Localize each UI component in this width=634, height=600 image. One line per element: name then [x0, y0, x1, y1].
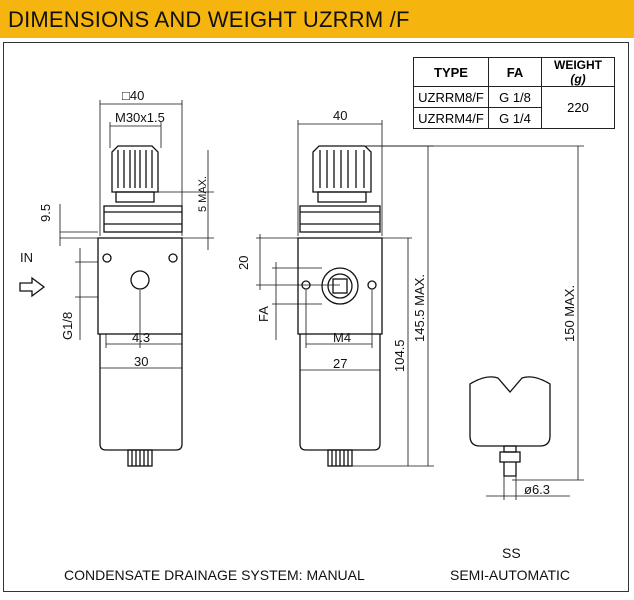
header-bar: DIMENSIONS AND WEIGHT UZRRM /F — [0, 0, 634, 38]
drawing-frame — [3, 42, 629, 592]
row2-type: UZRRM4/F — [413, 107, 489, 129]
dim-4-3: 4.3 — [132, 330, 150, 345]
dim-27: 27 — [333, 356, 347, 371]
row1-type: UZRRM8/F — [413, 86, 489, 108]
caption-manual: CONDENSATE DRAINAGE SYSTEM: MANUAL — [64, 567, 365, 583]
dim-104-5: 104.5 — [392, 339, 407, 372]
spec-table: TYPE FA WEIGHT (g) UZRRM8/F G 1/8 220 UZ… — [413, 57, 615, 129]
th-weight-label: WEIGHT — [554, 58, 602, 72]
dim-sq40: □40 — [122, 88, 144, 103]
dim-m4: M4 — [333, 330, 351, 345]
dim-fa: FA — [256, 306, 271, 322]
dim-g18: G1/8 — [60, 312, 75, 340]
dim-6-3: ø6.3 — [524, 482, 550, 497]
semi-auto-bowl — [469, 376, 551, 477]
dim-30: 30 — [134, 354, 148, 369]
flow-arrow-icon — [19, 276, 46, 298]
mid-body — [297, 237, 383, 335]
dim-m30x15: M30x1.5 — [115, 110, 165, 125]
dim-20: 20 — [236, 256, 251, 270]
mid-regulator-knob — [299, 145, 381, 233]
dim-150-max: 150 MAX. — [562, 285, 577, 342]
th-type: TYPE — [413, 57, 489, 87]
left-bowl — [99, 334, 183, 451]
weight-value: 220 — [541, 86, 615, 129]
label-in: IN — [20, 250, 33, 265]
dim-40-mid: 40 — [333, 108, 347, 123]
page-title: DIMENSIONS AND WEIGHT UZRRM /F — [8, 7, 410, 32]
th-weight-unit: (g) — [570, 72, 586, 86]
dim-145-5-max: 145.5 MAX. — [412, 274, 427, 342]
dim-9-5: 9.5 — [38, 204, 53, 222]
row2-fa: G 1/4 — [488, 107, 542, 129]
mid-bowl — [299, 334, 381, 451]
caption-ss: SS — [502, 545, 521, 561]
caption-semi-automatic: SEMI-AUTOMATIC — [450, 567, 571, 583]
left-regulator-knob — [103, 145, 183, 233]
dim-5max: 5 MAX. — [197, 176, 209, 212]
